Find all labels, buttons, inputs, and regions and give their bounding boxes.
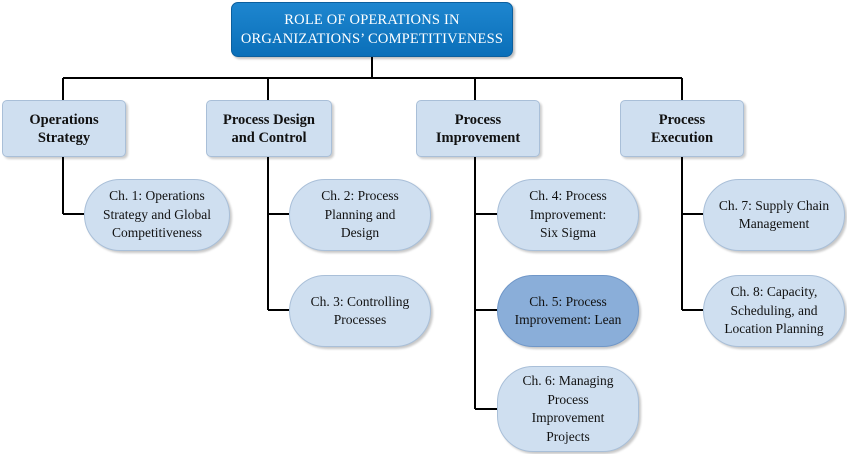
category-label: Process Execution bbox=[650, 111, 714, 146]
category-label: Operations Strategy bbox=[29, 111, 99, 146]
category-label: Process Design and Control bbox=[223, 111, 315, 146]
chapter-label: Ch. 1: Operations Strategy and Global Co… bbox=[103, 188, 211, 241]
chapter-label: Ch. 2: Process Planning and Design bbox=[321, 188, 399, 241]
chapter-3-controlling-processes: Ch. 3: Controlling Processes bbox=[289, 275, 431, 347]
chapter-label: Ch. 7: Supply Chain Management bbox=[718, 197, 830, 232]
chapter-6-managing-projects: Ch. 6: Managing Process Improvement Proj… bbox=[497, 366, 639, 452]
category-process-design-and-control: Process Design and Control bbox=[206, 100, 332, 157]
chapter-label: Ch. 3: Controlling Processes bbox=[310, 293, 410, 328]
chapter-2-process-planning: Ch. 2: Process Planning and Design bbox=[289, 179, 431, 251]
chapter-label: Ch. 8: Capacity, Scheduling, and Locatio… bbox=[724, 284, 824, 337]
chapter-5-lean-highlighted: Ch. 5: Process Improvement: Lean bbox=[497, 275, 639, 347]
chapter-label: Ch. 4: Process Improvement: Six Sigma bbox=[529, 188, 607, 241]
chapter-7-supply-chain: Ch. 7: Supply Chain Management bbox=[703, 179, 845, 251]
chapter-8-capacity-scheduling: Ch. 8: Capacity, Scheduling, and Locatio… bbox=[703, 275, 845, 347]
root-node: ROLE OF OPERATIONS IN ORGANIZATIONS’ COM… bbox=[231, 2, 513, 57]
chapter-4-six-sigma: Ch. 4: Process Improvement: Six Sigma bbox=[497, 179, 639, 251]
category-label: Process Improvement bbox=[435, 111, 521, 146]
category-process-improvement: Process Improvement bbox=[416, 100, 540, 157]
chapter-1-operations-strategy: Ch. 1: Operations Strategy and Global Co… bbox=[84, 179, 230, 251]
chapter-label: Ch. 5: Process Improvement: Lean bbox=[514, 293, 622, 328]
category-operations-strategy: Operations Strategy bbox=[2, 100, 126, 157]
chapter-label: Ch. 6: Managing Process Improvement Proj… bbox=[522, 373, 614, 444]
category-process-execution: Process Execution bbox=[620, 100, 744, 157]
root-title: ROLE OF OPERATIONS IN ORGANIZATIONS’ COM… bbox=[240, 11, 504, 47]
